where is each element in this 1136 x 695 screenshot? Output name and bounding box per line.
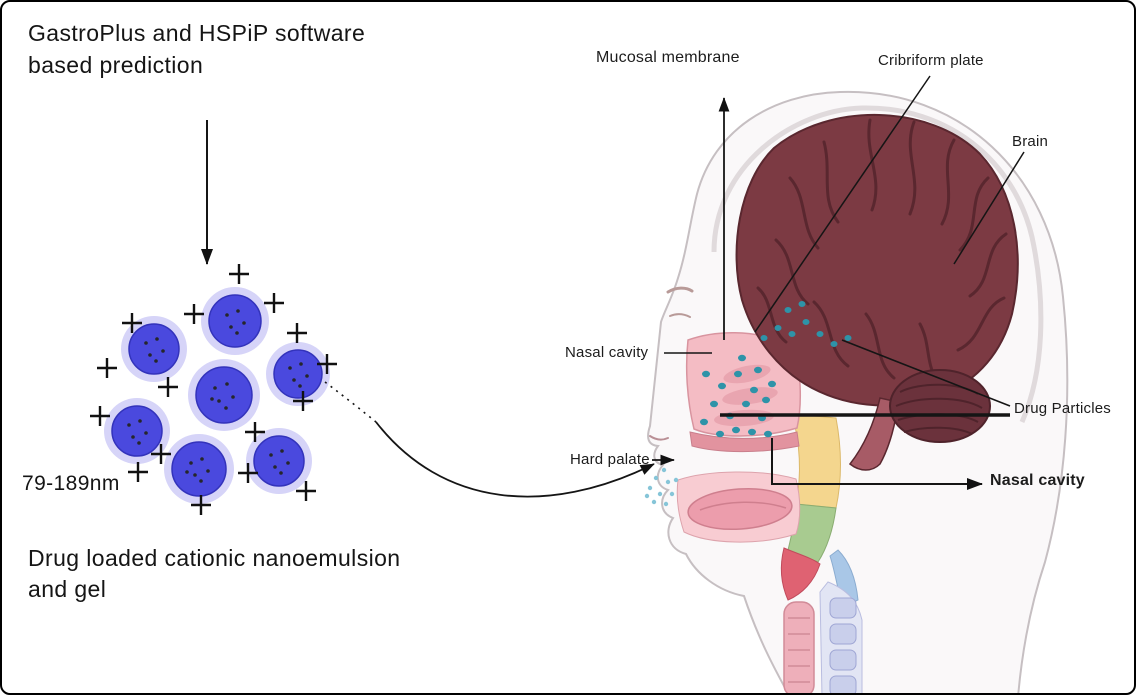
- brain-label: Brain: [1012, 133, 1049, 150]
- nostril-line: [649, 435, 669, 441]
- brain-line: [953, 151, 1025, 265]
- nasal-cavity-upper-label: Nasal cavity: [565, 344, 649, 361]
- nose-spray-dots: [644, 467, 679, 507]
- particle-size-label: 79-189nm: [22, 472, 120, 495]
- eyebrow-line: [666, 286, 694, 294]
- trachea: [783, 601, 815, 693]
- left-title: GastroPlus and HSPiP software based pred…: [28, 20, 366, 78]
- nanoparticle-inner-dots: [127, 309, 309, 483]
- eye-line: [669, 313, 691, 318]
- drug-particles-label: Drug Particles: [1014, 400, 1111, 417]
- left-caption: Drug loaded cationic nanoemulsion and ge…: [28, 545, 401, 603]
- mucosal-membrane-label: Mucosal membrane: [596, 49, 740, 66]
- tongue-midline: [699, 501, 787, 511]
- connector-lines: [201, 75, 1025, 498]
- drug-particles-line-brain: [841, 339, 1011, 407]
- trachea-rings: [788, 617, 810, 683]
- vertebrae: [829, 597, 857, 693]
- pharynx-region: [780, 413, 863, 693]
- nasal-cavity-lower-connector: [771, 438, 983, 490]
- nanoparticle-cores: [111, 294, 323, 497]
- delivery-curve-arrow: [375, 421, 655, 498]
- epiglottis-red: [780, 547, 821, 601]
- skull-inner-line: [711, 105, 1044, 424]
- brain-gyri-lines: [756, 118, 1008, 386]
- cribriform-plate-label: Cribriform plate: [878, 52, 984, 69]
- nanoemulsion-illustration: [90, 264, 337, 515]
- tongue: [687, 487, 793, 531]
- nasal-cavity-lower-label: Nasal cavity: [990, 472, 1085, 489]
- delivery-curve-dotted: [324, 381, 377, 423]
- cribriform-plate-line: [754, 75, 931, 333]
- cerebrum: [735, 114, 1019, 407]
- cation-plus-icons: [90, 264, 337, 515]
- hard-palate-label: Hard palate: [570, 451, 650, 468]
